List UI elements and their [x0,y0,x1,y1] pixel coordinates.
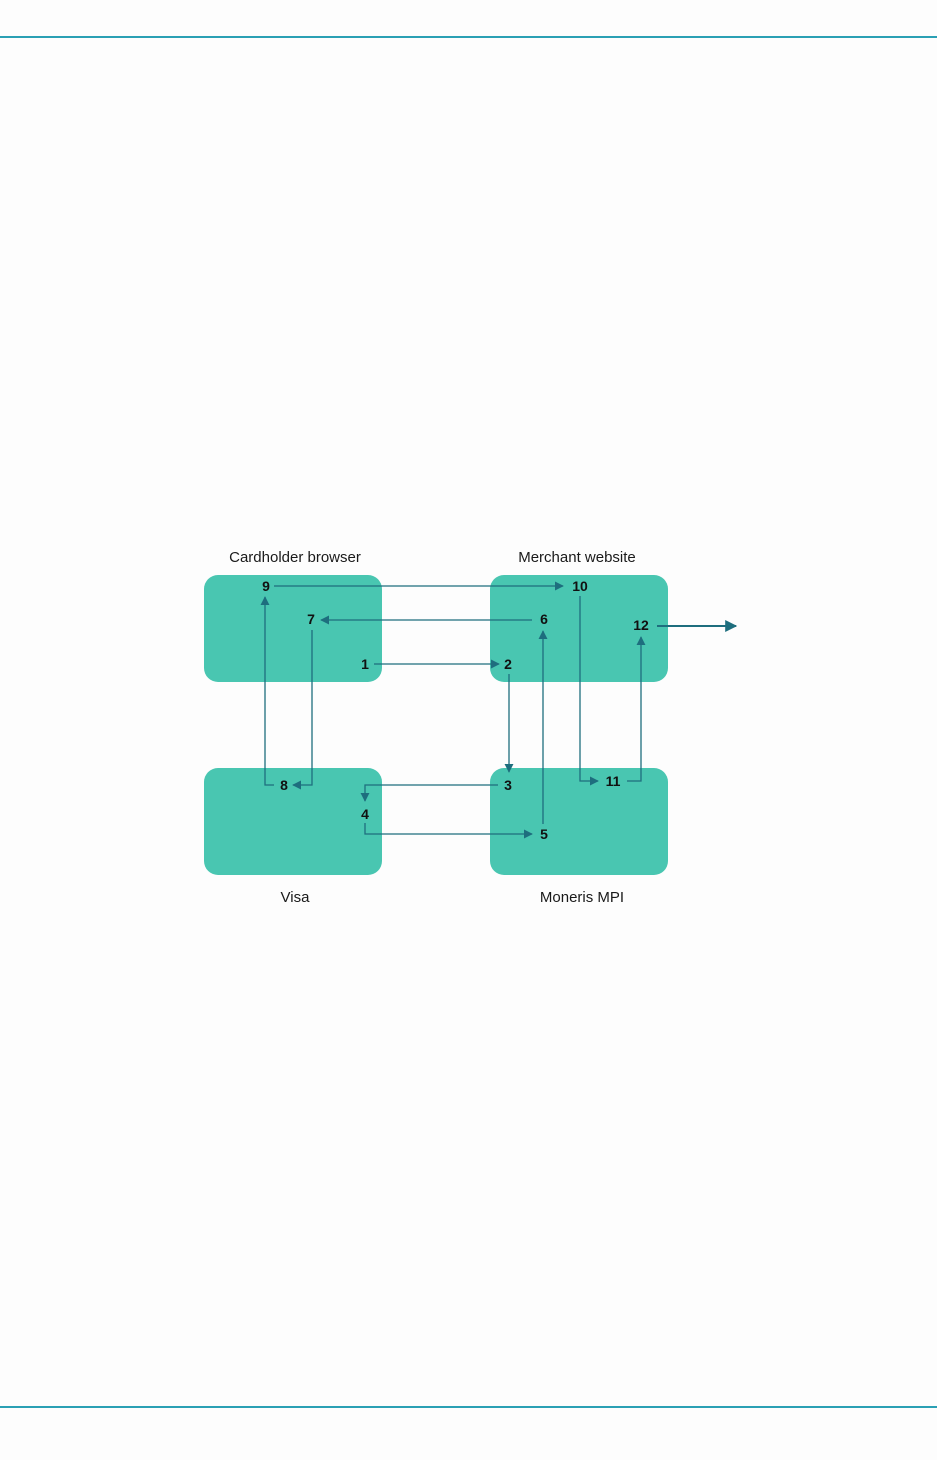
arrow-3-to-4 [360,784,498,802]
arrow-7-to-8 [292,630,313,790]
step-7: 7 [307,611,315,627]
step-1: 1 [361,656,369,672]
moneris-mpi-box [490,768,668,875]
arrow-11-to-12 [627,636,646,782]
step-9: 9 [262,578,270,594]
cardholder-browser-label: Cardholder browser [229,549,361,566]
step-3: 3 [504,777,512,793]
arrow-4-to-5 [364,823,533,839]
step-5: 5 [540,826,548,842]
step-6: 6 [540,611,548,627]
step-10: 10 [572,578,588,594]
step-11: 11 [606,773,621,789]
moneris-mpi-label: Moneris MPI [540,889,624,906]
step-2: 2 [504,656,512,672]
step-8: 8 [280,777,288,793]
step-4: 4 [361,806,369,822]
top-rule [0,36,937,38]
step-12: 12 [633,617,649,633]
visa-box [204,768,382,875]
visa-label: Visa [281,889,311,906]
bottom-rule [0,1406,937,1408]
arrow-8-to-9 [260,596,274,786]
merchant-website-label: Merchant website [518,549,636,566]
arrow-10-to-11 [579,596,599,786]
cardholder-browser-box [204,575,382,682]
merchant-website-box [490,575,668,682]
